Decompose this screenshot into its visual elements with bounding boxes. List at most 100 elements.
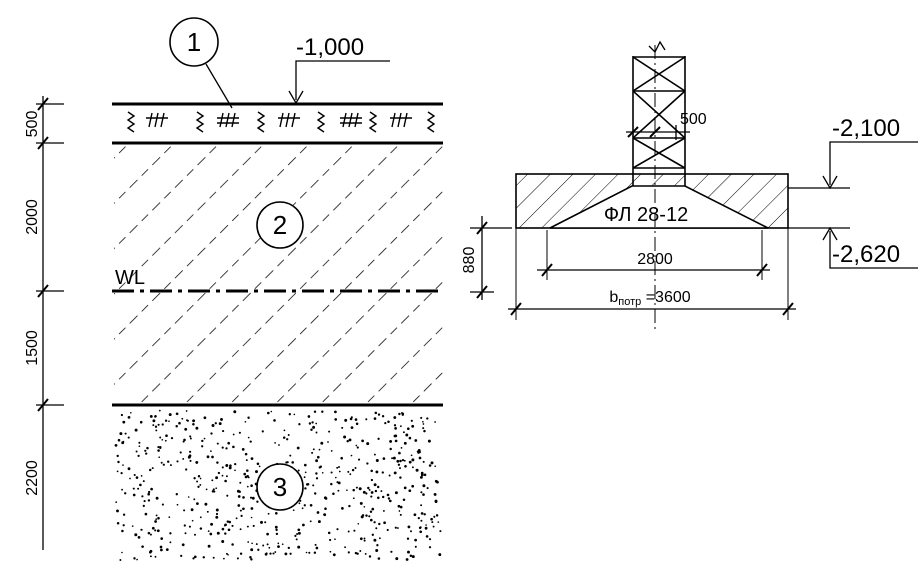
sand-dot — [419, 530, 423, 534]
sand-dot — [336, 466, 339, 469]
sand-dot — [143, 500, 146, 503]
sand-dot — [116, 470, 119, 473]
sand-dot — [136, 558, 138, 561]
sand-dot — [431, 521, 434, 524]
sand-dot — [312, 484, 315, 487]
sand-dot — [400, 425, 402, 428]
height-dimension — [470, 216, 512, 300]
sand-dot — [423, 513, 426, 516]
sand-dot — [267, 512, 270, 515]
sand-dot — [365, 418, 368, 421]
sand-dot — [413, 513, 417, 517]
sand-dot — [347, 530, 350, 533]
sand-dot — [425, 524, 427, 526]
sand-dot — [133, 557, 136, 560]
sand-dot — [225, 552, 228, 555]
sand-dot — [130, 412, 132, 414]
sand-dot — [394, 491, 398, 495]
sand-dot — [389, 447, 392, 451]
sand-dot — [225, 447, 228, 450]
sand-dot — [314, 543, 317, 546]
sand-dot — [294, 534, 297, 537]
sand-dot — [135, 476, 139, 479]
sand-dot — [337, 489, 340, 492]
sand-dot — [298, 502, 301, 505]
sand-dot — [146, 446, 149, 450]
sand-dot — [295, 538, 298, 541]
sand-dot — [192, 422, 195, 426]
lattice-column — [632, 56, 686, 186]
sand-dot — [121, 441, 125, 445]
sand-dot — [321, 410, 324, 413]
sand-dot — [246, 469, 249, 472]
layer-2-hatch — [114, 143, 443, 405]
sand-dot — [236, 489, 240, 493]
sand-dot — [182, 457, 185, 460]
sand-dot — [428, 546, 432, 549]
sand-dot — [418, 526, 422, 530]
sand-dot — [237, 495, 241, 498]
sand-dot — [289, 552, 292, 555]
sand-dot — [145, 452, 148, 455]
thickness-dimension-line — [36, 96, 64, 550]
sand-dot — [397, 463, 401, 466]
sand-dot — [377, 496, 380, 500]
sand-dot — [132, 493, 136, 497]
sand-dot — [158, 409, 161, 412]
sand-dot — [434, 421, 436, 423]
sand-dot — [324, 497, 328, 500]
sand-dot — [224, 479, 227, 483]
sand-dot — [289, 454, 292, 457]
sand-dot — [266, 532, 269, 536]
sand-dot — [261, 430, 264, 433]
sand-dot — [420, 491, 423, 494]
sand-dot — [272, 552, 275, 555]
sand-dot — [148, 468, 152, 472]
sand-dot — [315, 431, 318, 434]
sand-dot — [212, 556, 215, 559]
sand-dot — [358, 487, 362, 491]
sand-dot — [415, 468, 419, 472]
sand-dot — [155, 496, 159, 500]
sand-dot — [366, 442, 370, 446]
sand-dot — [275, 528, 278, 532]
sand-dot — [368, 488, 371, 491]
sand-dot — [411, 458, 415, 462]
sand-dot — [176, 503, 179, 506]
sand-dot — [247, 436, 250, 439]
sand-dot — [122, 464, 124, 466]
sand-dot — [251, 496, 255, 500]
sand-dot — [193, 533, 197, 536]
sand-dot — [249, 496, 253, 499]
sand-dot — [265, 552, 268, 555]
sand-dot — [150, 487, 153, 491]
sand-dot — [232, 433, 235, 436]
sand-dot — [399, 513, 402, 516]
sand-dot — [245, 459, 248, 462]
sand-dot — [373, 417, 377, 420]
sand-dot — [129, 477, 131, 480]
sand-dot — [302, 523, 305, 527]
sand-dot — [377, 557, 381, 560]
sand-dot — [187, 496, 190, 498]
sand-dot — [408, 489, 412, 493]
sand-dot — [418, 456, 422, 460]
sand-dot — [284, 552, 288, 556]
sand-dot — [240, 514, 243, 518]
sand-dot — [433, 515, 436, 518]
sand-dot — [181, 417, 184, 420]
sand-dot — [232, 445, 235, 449]
sand-dot — [137, 487, 140, 490]
sand-dot — [371, 507, 375, 511]
sand-dot — [184, 427, 188, 431]
sand-dot — [402, 431, 405, 434]
sand-dot — [197, 485, 200, 488]
sand-dot — [330, 449, 333, 452]
sand-dot — [420, 512, 424, 515]
sand-dot — [182, 440, 185, 443]
sand-dot — [359, 550, 362, 552]
sand-dot — [251, 542, 253, 545]
sand-dot — [402, 498, 406, 501]
sand-dot — [115, 501, 118, 503]
